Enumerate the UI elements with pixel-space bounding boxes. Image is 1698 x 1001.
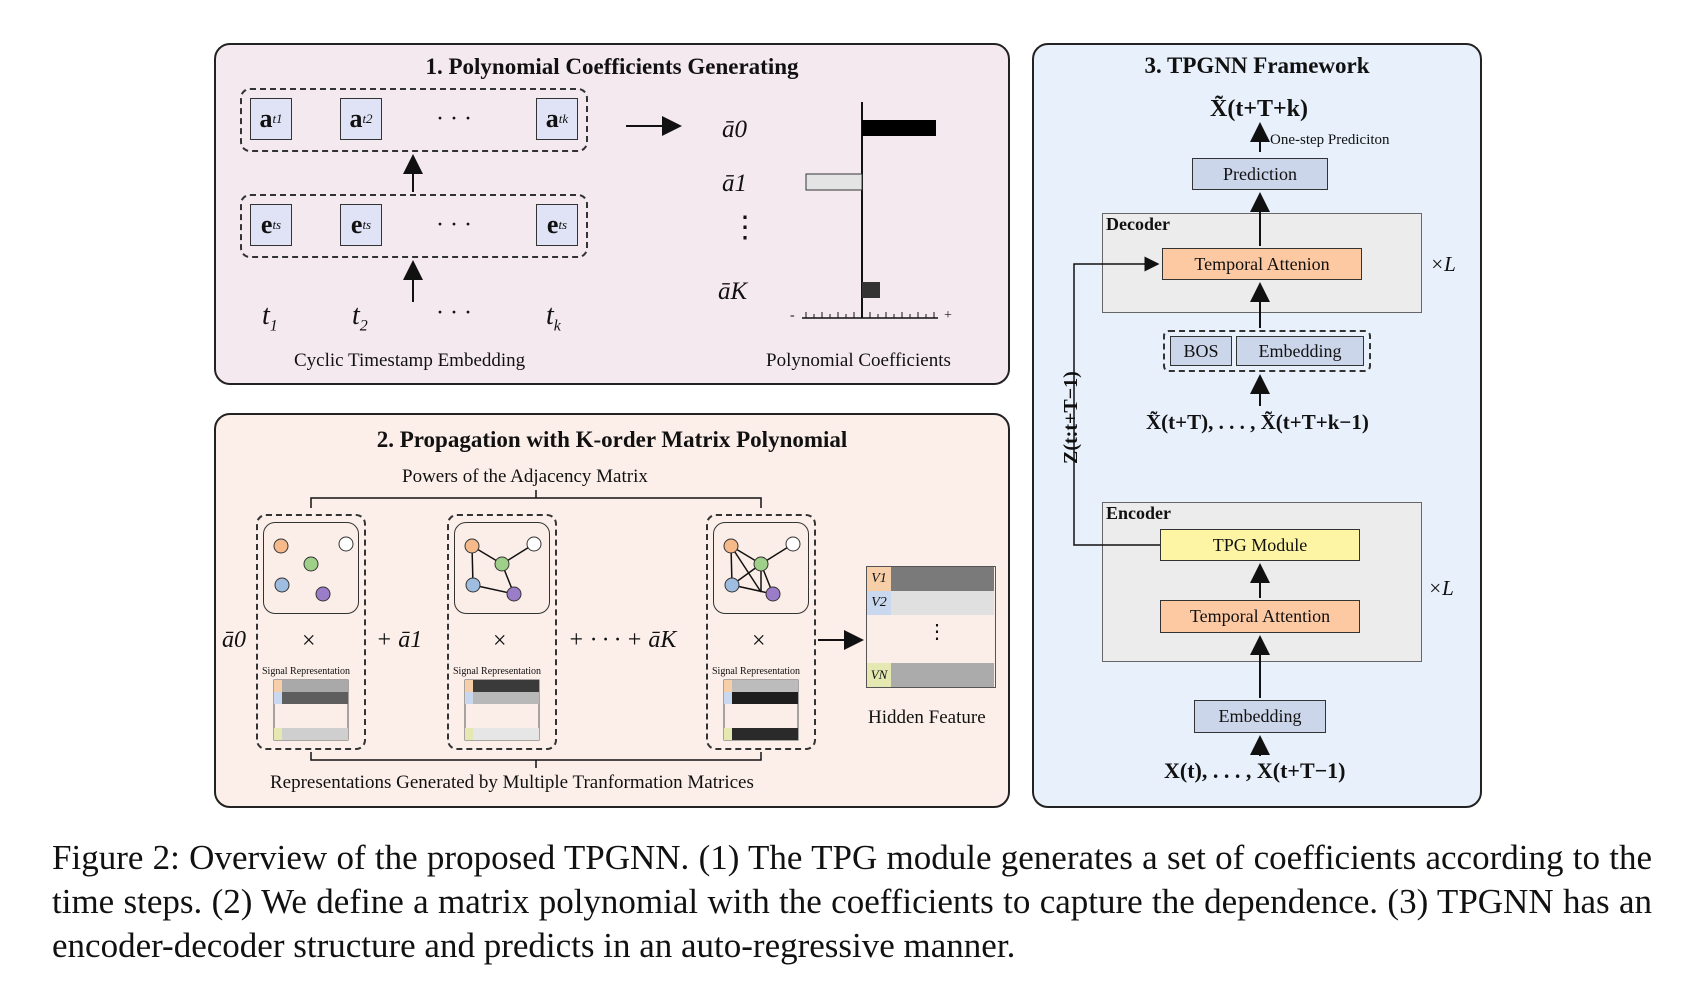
top-bracket [310,490,762,508]
panel3-title: 3. TPGNN Framework [1144,53,1370,78]
coef-axis-ticks [805,312,935,318]
e-t2-sub: ts [362,217,372,232]
a-t1-label: a [259,104,273,133]
a-tk-label: a [545,104,559,133]
graph-k-nodes [723,536,801,602]
encoder-embedding-box: Embedding [1194,700,1326,733]
decoder-input-label: X̃(t+T), . . . , X̃(t+T+k−1) [1146,410,1369,434]
e-tk-label: e [546,210,559,239]
polynomial-coefficients-caption: Polynomial Coefficients [766,350,951,371]
e-t1-sub: ts [272,217,282,232]
term-column-k [706,514,816,750]
e-tk-sub: ts [558,217,568,232]
decoder-embedding-box: Embedding [1236,336,1364,366]
representations-label: Representations Generated by Multiple Tr… [270,772,754,793]
coef-bar-a1 [805,173,863,191]
hidden-row-v1-tag: V1 [867,567,891,591]
signal-label-1: Signal Representation [453,666,542,677]
decoder-input-group [1163,330,1371,372]
t2-label: t2 [352,300,368,336]
output-label: X̃(t+T+k) [1210,96,1309,122]
a-tk-sup: tk [558,111,569,126]
signal-label-k: Signal Representation [712,666,801,677]
axis-minus: - [790,308,795,323]
timestamp-embedding-group [240,194,588,258]
signal-label-0: Signal Representation [262,666,351,677]
e-t1-label: e [260,210,273,239]
encoder-input-label: X(t), . . . , X(t+T−1) [1164,758,1346,783]
signal-matrix-k [723,679,799,741]
hidden-feature-matrix: V1 V2 ⋮ VN [866,566,996,688]
decoder-label: Decoder [1106,214,1170,234]
powers-adjacency-label: Powers of the Adjacency Matrix [402,466,648,487]
encoder-temporal-attention-box: Temporal Attention [1160,600,1360,633]
t1-sub: 1 [269,317,278,335]
cyclic-timestamp-caption: Cyclic Timestamp Embedding [294,350,526,371]
t-row-ellipsis: · · · [436,300,472,326]
prediction-box: Prediction [1192,158,1328,190]
coef-bar-aK [862,282,880,298]
plus-a1-label: + ā1 [376,627,423,653]
graph-1-nodes [464,536,542,602]
a-t2-sup: t2 [362,111,373,126]
decoder-times-L: ×L [1430,252,1456,276]
hidden-row-vdots: ⋮ [927,621,947,643]
t2-sub: 2 [359,317,368,335]
panel2-title: 2. Propagation with K-order Matrix Polyn… [376,427,848,452]
times-sign-1: × [493,628,507,654]
t2-text: t [352,300,360,331]
t1-text: t [262,300,270,331]
encoder-label: Encoder [1106,503,1171,523]
signal-matrix-0 [273,679,349,741]
t1-label: t1 [262,300,278,336]
times-sign-k: × [752,628,766,654]
signal-matrix-1 [464,679,540,741]
term-column-1 [447,514,557,750]
coef-label-vdots: ⋮ [730,211,760,244]
a-t2-label: a [349,104,363,133]
coef0-label: ā0 [222,627,246,653]
panel1-title: 1. Polynomial Coefficients Generating [425,54,799,79]
axis-plus: + [944,308,952,323]
coef-bar-a0 [862,120,936,136]
e-row-ellipsis: · · · [436,212,472,238]
coefficient-vector-group [240,88,588,152]
decoder-temporal-attention-box: Temporal Attenion [1162,248,1362,280]
bos-box: BOS [1170,336,1232,366]
coef-label-a0: ā0 [722,116,747,143]
tk-sub: k [553,317,561,335]
coef-label-a1: ā1 [722,170,747,197]
bottom-bracket [310,752,762,768]
times-sign-0: × [302,628,316,654]
z-connector [1073,256,1160,546]
one-step-prediction-label: One-step Prediciton [1270,132,1390,148]
hidden-row-vn-tag: VN [867,663,891,687]
tpg-module-box: TPG Module [1160,529,1360,561]
a-t1-sup: t1 [272,111,283,126]
coef-label-aK: āK [718,278,748,305]
a-row-ellipsis: · · · [436,106,472,132]
panel-tpgnn-framework: 3. TPGNN Framework [1032,43,1482,808]
term-column-0 [256,514,366,750]
plus-dots-aK-label: + · · · + āK [568,627,677,653]
graph-0-nodes [273,536,354,602]
e-t2-label: e [350,210,363,239]
tk-label: tk [546,300,561,336]
encoder-times-L: ×L [1428,576,1454,600]
hidden-row-v2-tag: V2 [867,591,891,615]
tk-text: t [546,300,554,331]
figure-caption: Figure 2: Overview of the proposed TPGNN… [52,838,1652,965]
hidden-feature-label: Hidden Feature [868,707,986,728]
